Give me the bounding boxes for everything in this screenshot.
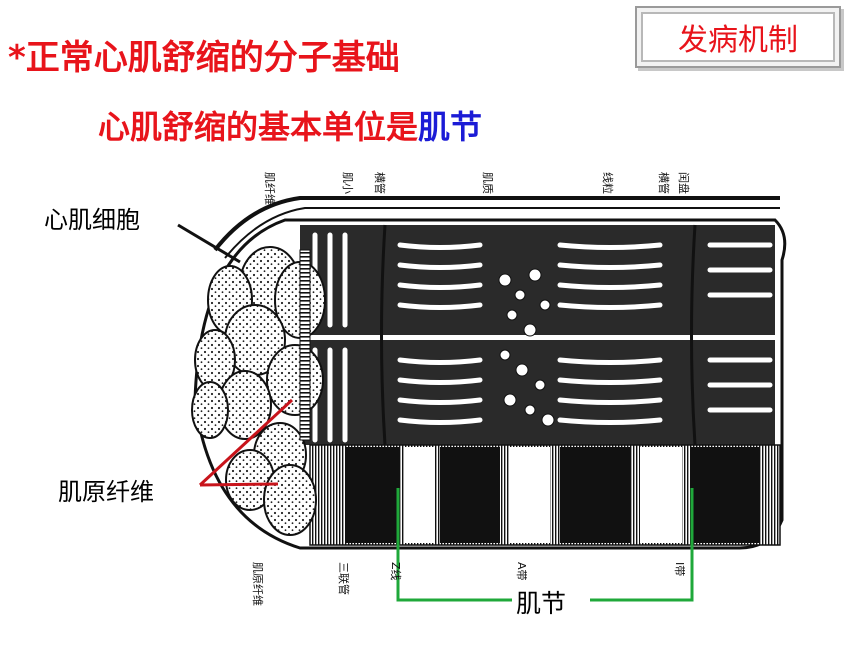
outer-sheath-inner <box>224 207 780 259</box>
blabel-1: 三联管 <box>337 562 351 595</box>
vlabel-0: 肌纤维 <box>263 172 276 205</box>
vlabel-3: 肌质 <box>481 172 494 194</box>
t-tubule-lines <box>380 224 697 446</box>
section-badge-label: 发病机制 <box>641 12 835 62</box>
vertical-labels: 肌纤维 肌小 横管 肌质 线粒 横管 闰盘 <box>263 172 691 205</box>
cell-pointer <box>177 223 241 264</box>
blabel-0: 肌原纤维 <box>251 562 264 606</box>
vlabel-5: 横管 <box>657 172 671 194</box>
i-bands <box>405 447 682 543</box>
myofibril-pointer-1 <box>198 398 294 487</box>
subtitle-prefix: 心肌舒缩的基本单位是 <box>98 108 419 146</box>
bottom-labels: 肌原纤维 三联管 Z线 A带 I带 <box>251 562 686 606</box>
sarcomere-label: 肌节 <box>516 589 567 618</box>
page-title: *正常心肌舒缩的分子基础 <box>8 38 400 78</box>
vlabel-1: 肌小 <box>341 172 354 194</box>
subtitle-highlight: 肌节 <box>418 108 483 146</box>
vlabel-6: 闰盘 <box>677 172 691 194</box>
blabel-4: I带 <box>673 562 686 576</box>
myofibril-cross-sections <box>191 246 326 536</box>
sarcoplasm-mid <box>300 340 775 445</box>
blabel-2: Z线 <box>389 562 403 581</box>
vlabel-4: 线粒 <box>601 172 615 194</box>
myofibril-pointer-2 <box>199 482 279 487</box>
subtitle: 心肌舒缩的基本单位是肌节 <box>98 102 482 148</box>
myofibril-label: 肌原纤维 <box>58 478 154 506</box>
section-badge: 发病机制 <box>635 6 841 68</box>
outer-sheath <box>213 196 780 252</box>
blabel-3: A带 <box>515 562 528 581</box>
vlabel-2: 横管 <box>373 172 387 194</box>
fibril-tubes <box>299 249 311 441</box>
mitochondria <box>498 268 555 427</box>
sarcomere-bracket <box>396 488 694 602</box>
a-bands <box>345 447 760 543</box>
cardiac-cell-label: 心肌细胞 <box>44 206 140 234</box>
